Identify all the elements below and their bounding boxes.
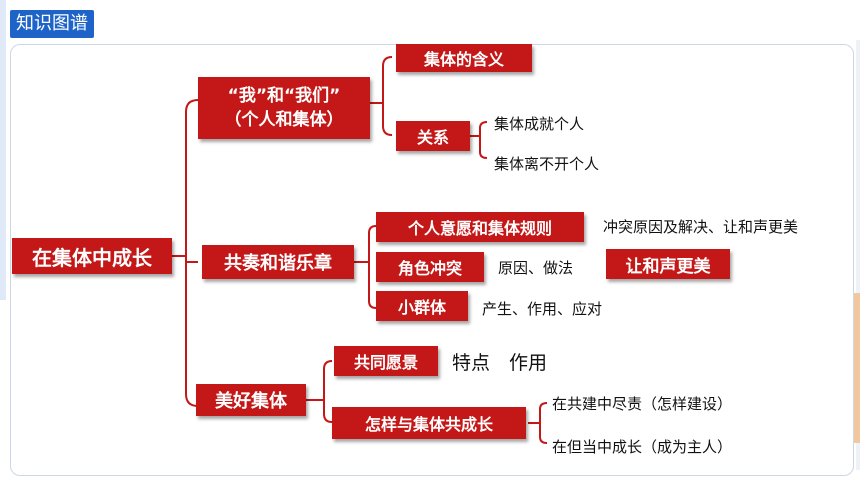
grow-node: 怎样与集体共成长 bbox=[332, 407, 526, 439]
branch2-label: 共奏和谐乐章 bbox=[224, 253, 332, 274]
relation-item-1: 集体成就个人 bbox=[494, 115, 585, 133]
bracket-branch2 bbox=[368, 225, 377, 309]
role-highlight-node: 让和声更美 bbox=[606, 249, 730, 279]
left-accent-band bbox=[0, 0, 6, 300]
bracket-relation bbox=[479, 121, 488, 159]
role-note: 原因、做法 bbox=[498, 259, 574, 277]
grow-item-2: 在但当中成长（成为主人） bbox=[552, 438, 733, 456]
rules-note: 冲突原因及解决、让和声更美 bbox=[603, 218, 799, 236]
branch1-node: “我”和“我们” （个人和集体） bbox=[198, 77, 370, 139]
group-label: 小群体 bbox=[397, 298, 446, 317]
relation-label: 关系 bbox=[416, 128, 449, 147]
meaning-node: 集体的含义 bbox=[396, 44, 532, 72]
rules-label: 个人意愿和集体规则 bbox=[407, 219, 552, 238]
root-label: 在集体中成长 bbox=[32, 245, 152, 270]
bracket-branch1 bbox=[382, 56, 393, 136]
role-highlight-label: 让和声更美 bbox=[625, 256, 711, 277]
vision-label: 共同愿景 bbox=[353, 353, 418, 372]
meaning-label: 集体的含义 bbox=[423, 50, 504, 69]
relation-node: 关系 bbox=[396, 121, 470, 151]
bracket-grow bbox=[539, 402, 548, 444]
role-node: 角色冲突 bbox=[376, 252, 484, 282]
right-accent-band bbox=[856, 40, 860, 470]
branch3-label: 美好集体 bbox=[215, 391, 287, 412]
rules-node: 个人意愿和集体规则 bbox=[376, 212, 584, 242]
branch3-node: 美好集体 bbox=[196, 384, 306, 416]
branch1-line1: “我”和“我们” bbox=[227, 86, 341, 106]
bracket-root bbox=[185, 99, 199, 407]
vision-note: 特点 作用 bbox=[452, 352, 548, 374]
grow-label: 怎样与集体共成长 bbox=[364, 415, 493, 434]
grow-item-1: 在共建中尽责（怎样建设） bbox=[552, 395, 733, 413]
role-label: 角色冲突 bbox=[397, 259, 462, 278]
vision-node: 共同愿景 bbox=[334, 346, 438, 376]
branch2-node: 共奏和谐乐章 bbox=[202, 245, 354, 279]
group-node: 小群体 bbox=[376, 291, 468, 321]
bracket-branch3 bbox=[323, 360, 333, 423]
orange-decoration bbox=[850, 293, 860, 443]
root-node: 在集体中成长 bbox=[12, 238, 172, 274]
branch1-line2: （个人和集体） bbox=[224, 110, 344, 130]
page-title: 知识图谱 bbox=[10, 10, 94, 38]
bracket-root-mid bbox=[172, 255, 198, 263]
relation-item-2: 集体离不开个人 bbox=[494, 155, 600, 173]
group-note: 产生、作用、应对 bbox=[482, 300, 603, 318]
